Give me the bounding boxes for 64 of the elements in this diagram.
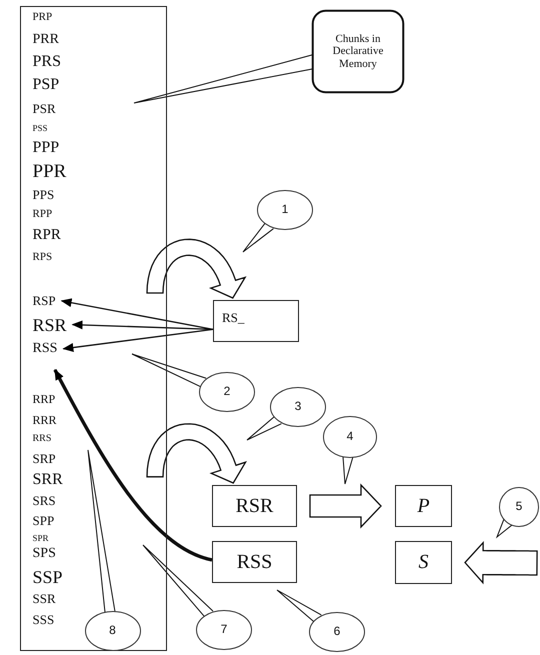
chunk-label: PRR [32,32,59,47]
block-arrow [309,483,382,529]
box-label: P [417,494,430,518]
chunk-label: RPP [32,209,52,220]
callout-number: 5 [516,500,522,514]
chunk-label: PPS [32,188,54,202]
arrow [72,320,214,330]
chunk-label: SRP [32,452,56,466]
chunk-label: PPR [32,162,66,182]
box-label: RS_ [222,311,244,326]
chunk-box [212,541,297,583]
chunk-label: SSP [32,568,63,586]
callout-bubble [309,612,365,652]
box-label: RSS [236,550,272,574]
chunk-label: SSR [32,592,56,606]
callout-bubble [323,416,377,458]
box-label: S [418,551,428,574]
chunk-label: SPS [32,546,56,561]
chunk-label: RSR [32,316,67,334]
callout-bubble [84,610,140,650]
chunk-label: SSS [32,613,54,626]
callout-number: 7 [220,623,228,637]
callout-bubble [499,487,539,527]
chunk-label: PSP [32,76,60,93]
chunk-label: RRP [32,392,56,405]
callout-text: Chunks in Declarative Memory [332,32,384,70]
arrow [53,368,212,562]
chunk-label: SPR [32,534,49,543]
chunk-label: RSP [32,294,56,308]
chunk-label: RPR [32,228,61,244]
block-arrow [146,423,247,484]
chunk-label: SPP [32,514,54,528]
chunk-label: PSS [32,124,48,133]
arrow [62,328,214,352]
callout-number: 4 [346,430,354,444]
chunk-label: SRR [32,472,63,488]
callout-bubble [196,610,252,650]
box-label: RSR [236,494,274,518]
chunk-box [213,300,299,342]
chunk-label: PRS [32,54,61,70]
chunk-box [395,541,452,584]
chunk-label: RRS [32,434,52,444]
callout-number: 2 [224,385,230,399]
arrow [60,298,214,330]
chunk-label: SRS [32,494,56,508]
callout-number: 8 [109,624,116,638]
callout-bubble [312,10,404,93]
block-arrow [146,238,247,299]
chunk-box [212,485,297,527]
memory-box [20,6,167,651]
callout-bubble [270,387,326,427]
chunk-box [395,485,452,527]
block-arrow [464,540,538,584]
chunk-label: PSR [32,102,56,116]
callout-bubble [199,372,255,412]
callout-number: 6 [334,625,340,639]
callout-number: 1 [282,203,288,217]
chunk-label: PPP [32,140,60,156]
callout-number: 3 [294,400,302,414]
chunk-label: RRR [32,414,57,426]
chunk-label: PRP [32,12,52,24]
chunk-label: RPS [32,252,52,264]
callout-bubble [257,190,313,230]
chunk-label: RSS [32,342,58,356]
